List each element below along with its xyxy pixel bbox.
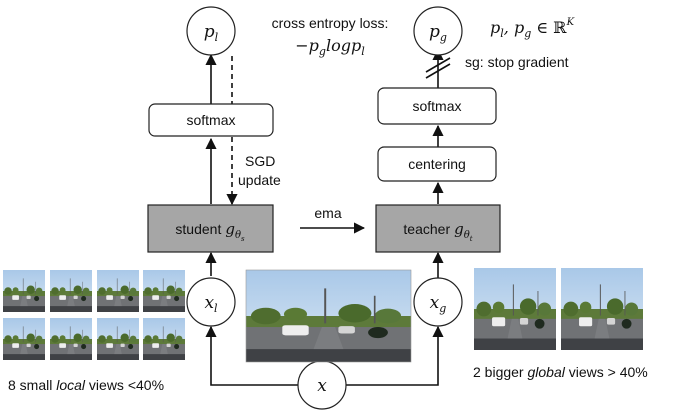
local-crop-1	[3, 270, 45, 312]
local-crop-8	[143, 318, 185, 360]
svg-text:softmax: softmax	[186, 112, 235, 128]
p-local-symbol: p	[204, 22, 215, 42]
sgd-label-line2: update	[238, 172, 281, 188]
stop-gradient-label: sg: stop gradient	[465, 54, 569, 70]
global-view-crops	[474, 268, 643, 350]
softmax-box-teacher: softmax	[377, 87, 497, 125]
x-to-xg-arrow	[346, 325, 444, 386]
node-p-global: pg	[413, 6, 463, 56]
p-global-subscript: g	[440, 31, 447, 44]
cross-entropy-title: cross entropy loss:	[272, 15, 389, 31]
svg-text:xg: xg	[430, 293, 447, 315]
node-x-global: xg	[413, 277, 463, 327]
local-crop-2	[50, 270, 92, 312]
softmax-box-student: softmax	[148, 103, 274, 137]
local-crop-3	[97, 270, 139, 312]
svg-text:pl: pl	[204, 22, 219, 44]
distribution-set-notation: pl, pg ∈ ℝK	[490, 17, 575, 40]
stop-gradient-slash-1	[425, 63, 451, 79]
global-views-caption: 2 bigger global views > 40%	[473, 364, 648, 380]
cross-entropy-formula: −pglogpl	[295, 36, 365, 58]
local-views-caption: 8 small local views <40%	[8, 377, 164, 393]
svg-text:softmax: softmax	[412, 98, 461, 114]
p-local-subscript: l	[215, 31, 219, 44]
node-p-local: pl	[186, 6, 236, 56]
local-view-crops	[3, 270, 185, 360]
svg-text:centering: centering	[408, 156, 466, 172]
stop-gradient-slash-2	[425, 57, 451, 73]
node-x-local: xl	[186, 277, 236, 327]
global-crop-1	[474, 268, 556, 350]
sgd-label-line1: SGD	[245, 153, 275, 169]
local-crop-4	[143, 270, 185, 312]
local-crop-6	[50, 318, 92, 360]
centering-box: centering	[377, 146, 497, 182]
global-crop-2	[561, 268, 643, 350]
svg-text:x: x	[317, 376, 327, 396]
local-crop-5	[3, 318, 45, 360]
svg-text:pg: pg	[429, 22, 447, 44]
local-crop-7	[97, 318, 139, 360]
input-image	[245, 269, 412, 363]
ema-label: ema	[314, 205, 341, 221]
node-x-input: x	[297, 360, 347, 410]
p-global-symbol: p	[429, 22, 440, 42]
x-to-xl-arrow	[205, 325, 298, 386]
svg-text:xl: xl	[204, 293, 218, 315]
